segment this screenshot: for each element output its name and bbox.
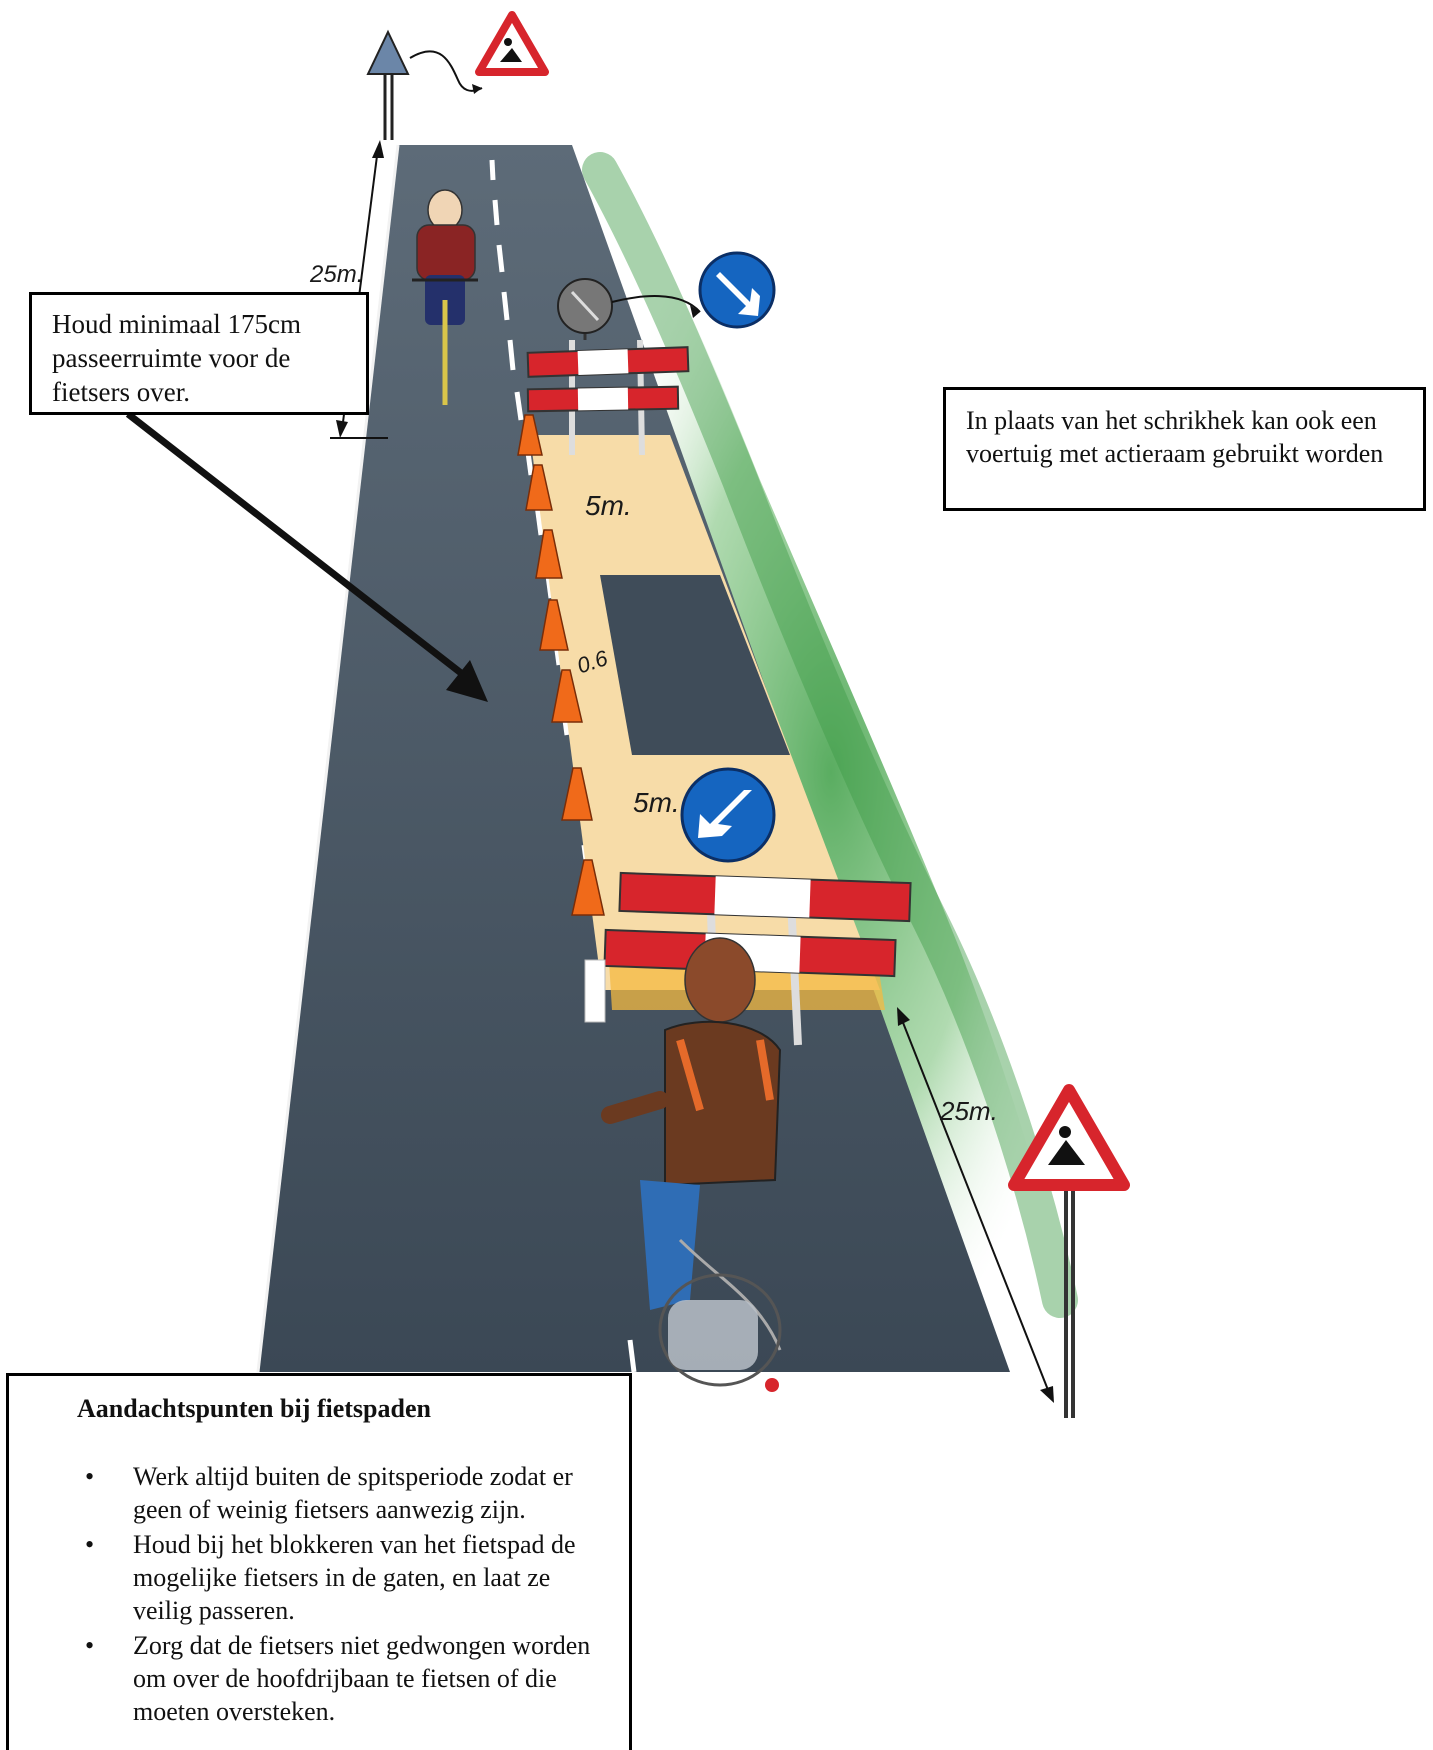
attention-points-title: Aandachtspunten bij fietspaden bbox=[77, 1394, 431, 1423]
callout-clearance: Houd minimaal 175cm passeerruimte voor d… bbox=[29, 292, 369, 415]
zone-bottom-label: 5m. bbox=[633, 787, 680, 818]
road-edge-line bbox=[256, 144, 400, 1373]
zone-top-label: 5m. bbox=[585, 490, 632, 521]
top-arrow-sign bbox=[366, 29, 483, 140]
callout-vehicle: In plaats van het schrikhek kan ook een … bbox=[943, 387, 1426, 511]
pointer-arrow bbox=[125, 411, 488, 702]
callout-vehicle-text: In plaats van het schrikhek kan ook een … bbox=[966, 406, 1384, 468]
lower-barrier bbox=[584, 871, 912, 1046]
excavation-pit bbox=[600, 575, 790, 755]
attention-points-list: Werk altijd buiten de spitsperiode zodat… bbox=[77, 1460, 605, 1728]
attention-point-3: Zorg dat de fietsers niet gedwongen word… bbox=[85, 1629, 605, 1728]
callout-attention-points: Aandachtspunten bij fietspaden Werk alti… bbox=[6, 1373, 632, 1750]
roadwork-triangle-icon-bottom bbox=[1008, 1084, 1130, 1418]
callout-clearance-text: Houd minimaal 175cm passeerruimte voor d… bbox=[52, 309, 301, 407]
end-of-restriction-sign bbox=[557, 278, 613, 340]
attention-point-2: Houd bij het blokkeren van het fietspad … bbox=[85, 1528, 605, 1627]
dimension-bottom-label: 25m. bbox=[939, 1096, 998, 1126]
upper-barrier bbox=[526, 339, 690, 456]
grass-verge bbox=[571, 145, 1090, 1400]
roadwork-triangle-icon bbox=[475, 11, 549, 76]
traffic-cones bbox=[517, 414, 605, 916]
cyclist-bottom bbox=[601, 937, 782, 1392]
keep-left-arrow-icon bbox=[680, 767, 776, 863]
dimension-bottom: 25m. bbox=[897, 1007, 1054, 1403]
dimension-top-label: 25m. bbox=[309, 261, 363, 288]
dimension-top: 25m. bbox=[309, 140, 388, 439]
keep-right-arrow-icon bbox=[611, 251, 776, 329]
attention-point-1: Werk altijd buiten de spitsperiode zodat… bbox=[85, 1460, 605, 1526]
cyclist-top bbox=[412, 189, 478, 405]
